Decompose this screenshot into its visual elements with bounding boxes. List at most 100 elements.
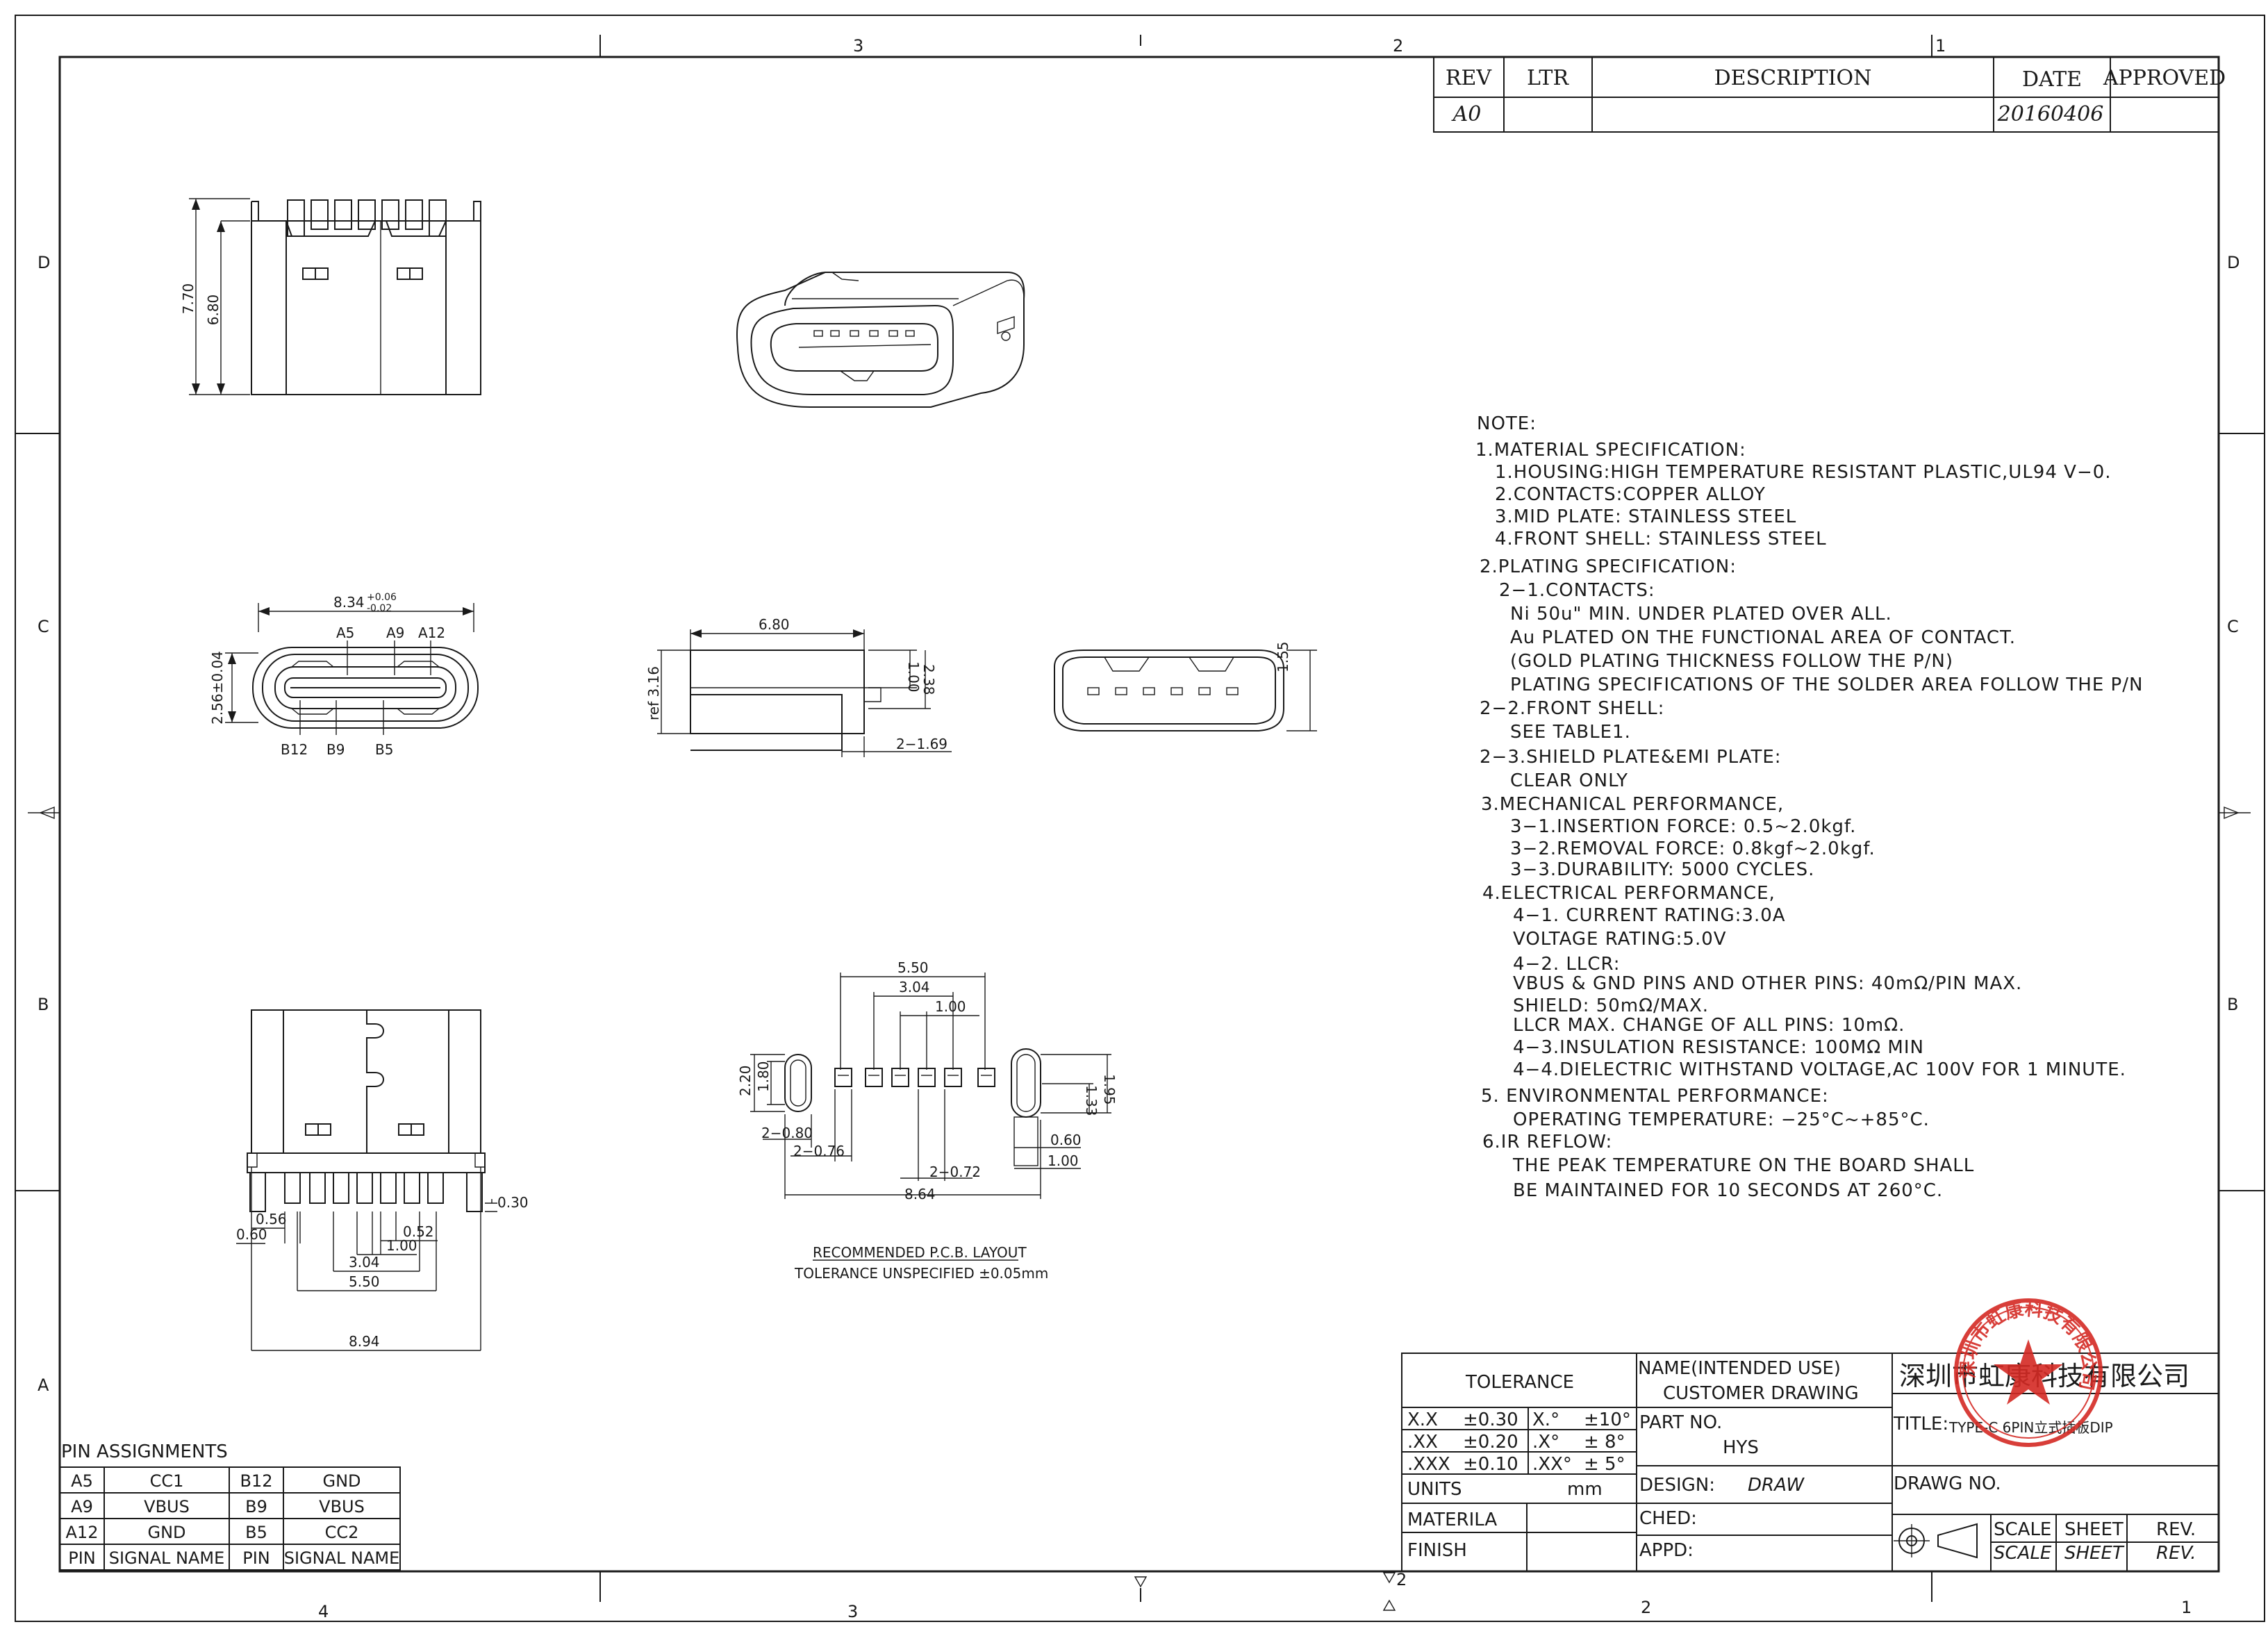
note-17: 3−1.INSERTION FORCE: 0.5~2.0kgf. — [1510, 816, 1856, 837]
pin-label-a12: A12 — [418, 625, 445, 641]
description-header: DESCRIPTION — [1714, 66, 1872, 90]
ched-label: CHED: — [1639, 1508, 1697, 1529]
zone-labels: 3 2 1 4 3 2 1 2 D C B A D C B — [38, 36, 2240, 1621]
side-view: 7.70 6.80 — [180, 198, 481, 395]
pin-r0-c0: A5 — [71, 1471, 93, 1491]
revision-table: REV LTR DESCRIPTION DATE APPROVED A0 201… — [1433, 56, 2226, 133]
pin-r2-c2: B5 — [245, 1523, 267, 1542]
tol-r2-c1: ±0.10 — [1463, 1454, 1518, 1475]
left-zone-d: D — [38, 253, 50, 272]
rev-value-tb: REV. — [2156, 1543, 2196, 1564]
top-zone-1: 1 — [1935, 36, 1946, 56]
profile-dim-ref316: ref 3.16 — [645, 666, 662, 720]
sheet-value: SHEET — [2064, 1543, 2125, 1564]
pcb-caption-1: RECOMMENDED P.C.B. LAYOUT — [813, 1244, 1027, 1261]
pcb-dim-864: 8.64 — [904, 1186, 936, 1202]
right-zone-d: D — [2227, 253, 2240, 272]
front-tol-plus: +0.06 — [367, 592, 397, 603]
pcb-dim-2-072: 2−0.72 — [929, 1164, 981, 1180]
note-33: BE MAINTAINED FOR 10 SECONDS AT 260°C. — [1513, 1180, 1943, 1201]
note-19: 3−3.DURABILITY: 5000 CYCLES. — [1510, 859, 1814, 880]
drawg-label: DRAWG NO. — [1894, 1473, 2001, 1494]
pin-label-b12: B12 — [281, 741, 308, 758]
note-16: 3.MECHANICAL PERFORMANCE, — [1481, 794, 1784, 815]
date-value: 20160406 — [1997, 102, 2104, 126]
finish-label: FINISH — [1407, 1540, 1467, 1561]
note-2: 1.HOUSING:HIGH TEMPERATURE RESISTANT PLA… — [1495, 462, 2112, 483]
scale-label: SCALE — [1994, 1519, 2051, 1540]
pin-footer-1: SIGNAL NAME — [109, 1548, 225, 1568]
pcb-dim-100b: 1.00 — [1048, 1152, 1079, 1169]
note-30: OPERATING TEMPERATURE: −25°C~+85°C. — [1513, 1109, 1930, 1130]
pin-r0-c1: CC1 — [150, 1471, 184, 1491]
note-14: 2−3.SHIELD PLATE&EMI PLATE: — [1480, 747, 1782, 768]
front-view: 8.34 +0.06 -0.02 2.56±0.04 A5 A9 A12 B12… — [209, 592, 479, 758]
approved-header: APPROVED — [2103, 66, 2226, 90]
front-tol-minus: -0.02 — [367, 603, 392, 614]
note-15: CLEAR ONLY — [1510, 770, 1628, 791]
bottom-dim-030: 0.30 — [497, 1194, 529, 1211]
rear-dim-155: 1.55 — [1275, 641, 1291, 672]
part-label: PART NO. — [1639, 1412, 1722, 1433]
bottom-zone-1: 1 — [2181, 1598, 2192, 1617]
pin-r0-c2: B12 — [240, 1471, 272, 1491]
note-18: 3−2.REMOVAL FORCE: 0.8kgf~2.0kgf. — [1510, 838, 1876, 859]
note-12: 2−2.FRONT SHELL: — [1480, 698, 1664, 719]
bottom-dim-304: 3.04 — [349, 1254, 380, 1271]
note-27: 4−3.INSULATION RESISTANCE: 100MΩ MIN — [1513, 1037, 1924, 1058]
pcb-dim-550: 5.50 — [897, 959, 929, 976]
bottom-zone-3: 3 — [847, 1602, 858, 1621]
note-20: 4.ELECTRICAL PERFORMANCE, — [1482, 883, 1776, 904]
pcb-dim-2-080: 2−0.80 — [761, 1125, 813, 1141]
rev-header: REV — [1446, 66, 1492, 90]
pin-label-b5: B5 — [375, 741, 393, 758]
tol-r2-c0: .XXX — [1407, 1454, 1450, 1475]
date-header: DATE — [2022, 67, 2082, 92]
ltr-header: LTR — [1527, 66, 1569, 90]
top-zone-2: 2 — [1393, 36, 1403, 56]
pin-footer-2: PIN — [242, 1548, 270, 1568]
rev-label: REV. — [2156, 1519, 2196, 1540]
pcb-dim-133: 1.33 — [1083, 1085, 1100, 1116]
note-13: SEE TABLE1. — [1510, 722, 1631, 743]
design-label: DESIGN: — [1639, 1475, 1715, 1496]
title-label: TITLE: — [1893, 1414, 1948, 1434]
pin-r1-c3: VBUS — [319, 1497, 365, 1516]
rev-value: A0 — [1451, 102, 1482, 126]
pin-r2-c1: GND — [147, 1523, 185, 1542]
pcb-dim-060: 0.60 — [1050, 1132, 1082, 1148]
bottom-zone-2: 2 — [1641, 1598, 1651, 1617]
bottom-dim-100: 1.00 — [386, 1237, 417, 1254]
pin-label-a5: A5 — [336, 625, 354, 641]
bottom-dim-056: 0.56 — [256, 1211, 287, 1227]
note-21: 4−1. CURRENT RATING:3.0A — [1513, 905, 1786, 926]
note-32: THE PEAK TEMPERATURE ON THE BOARD SHALL — [1512, 1155, 1974, 1176]
tol-r0-c2: X.° — [1532, 1409, 1559, 1430]
pin-label-b9: B9 — [326, 741, 345, 758]
bottom-dim-894: 8.94 — [349, 1333, 380, 1350]
left-zone-c: C — [38, 617, 49, 636]
top-zone-3: 3 — [853, 36, 863, 56]
tol-r0-c0: X.X — [1407, 1409, 1438, 1430]
tol-r0-c3: ±10° — [1584, 1409, 1631, 1430]
part-value: HYS — [1723, 1437, 1759, 1458]
profile-dim-2-169: 2−1.69 — [896, 736, 947, 752]
note-24: VBUS & GND PINS AND OTHER PINS: 40mΩ/PIN… — [1513, 973, 2022, 994]
note-23: 4−2. LLCR: — [1513, 954, 1621, 975]
pin-footer-0: PIN — [68, 1548, 96, 1568]
note-10: (GOLD PLATING THICKNESS FOLLOW THE P/N) — [1510, 651, 1953, 672]
front-dim-834: 8.34 — [333, 594, 365, 611]
note-29: 5. ENVIRONMENTAL PERFORMANCE: — [1481, 1086, 1829, 1107]
note-26: LLCR MAX. CHANGE OF ALL PINS: 10mΩ. — [1513, 1015, 1905, 1036]
pcb-dim-100: 1.00 — [935, 998, 966, 1015]
bottom-dim-052: 0.52 — [403, 1223, 434, 1240]
pin-table-title: PIN ASSIGNMENTS — [61, 1441, 228, 1462]
note-3: 2.CONTACTS:COPPER ALLOY — [1495, 484, 1766, 505]
projection-symbol-icon — [1894, 1523, 1978, 1559]
tol-r1-c1: ±0.20 — [1463, 1432, 1518, 1453]
note-5: 4.FRONT SHELL: STAINLESS STEEL — [1495, 529, 1827, 549]
bottom-zone-4: 4 — [318, 1602, 329, 1621]
side-dim-680: 6.80 — [205, 295, 222, 326]
side-dim-770: 7.70 — [180, 283, 197, 315]
